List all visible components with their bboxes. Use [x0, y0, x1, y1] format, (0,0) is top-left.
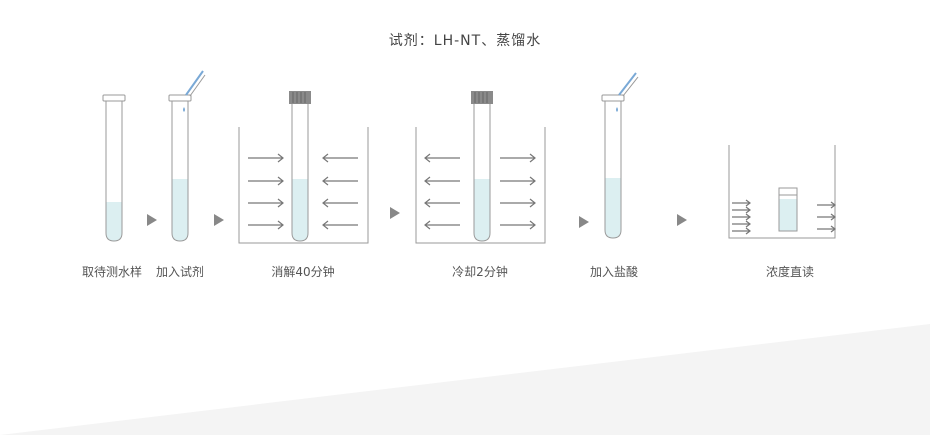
arrow-right-icon: [214, 214, 224, 226]
step-4-bath-icon: [415, 91, 546, 244]
arrow-right-icon: [677, 214, 687, 226]
step-3-bath-icon: [238, 91, 369, 244]
step-5-label: 加入盐酸: [589, 265, 639, 279]
step-1-test-tube-icon: [102, 94, 126, 242]
arrow-right-icon: [579, 216, 589, 228]
step-6-bath-icon: [728, 145, 836, 239]
step-2-label: 加入试剂: [155, 265, 205, 279]
pipette-icon: [183, 70, 206, 112]
step-4-label: 冷却2分钟: [452, 265, 508, 279]
step-1-label: 取待测水样: [81, 265, 143, 279]
arrow-right-icon: [390, 207, 400, 219]
arrow-right-icon: [147, 214, 157, 226]
step-5-test-tube-icon: [601, 72, 639, 239]
background-band: [0, 324, 930, 435]
step-2-test-tube-icon: [168, 70, 206, 242]
pipette-icon: [616, 72, 639, 112]
step-3-label: 消解40分钟: [271, 265, 335, 279]
cuvette-icon: [778, 187, 798, 232]
step-6-label: 浓度直读: [765, 265, 815, 279]
reagent-title: 试剂：LH-NT、蒸馏水: [388, 33, 542, 49]
